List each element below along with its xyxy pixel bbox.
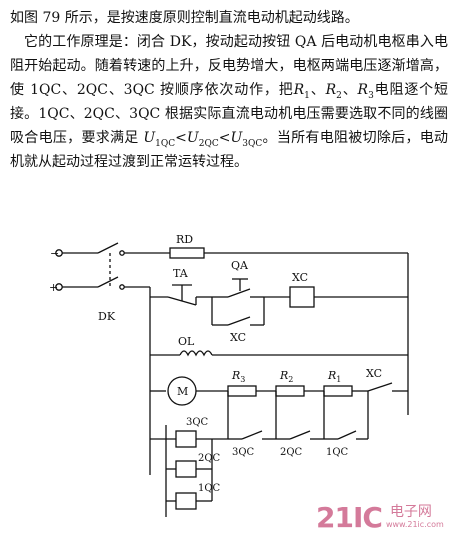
coil-2qc-label: 2QC — [198, 453, 221, 464]
coil-2qc — [175, 460, 197, 478]
watermark: 21IC 电子网 www.21ic.com — [316, 500, 444, 534]
watermark-url: www.21ic.com — [385, 520, 444, 529]
r2-label: R2 — [279, 369, 293, 384]
watermark-logo: 21IC — [316, 500, 383, 534]
minus-label: − — [50, 247, 59, 260]
rd-fuse — [169, 247, 205, 259]
contact-2qc-label: 2QC — [280, 447, 303, 458]
r3-sub: 3 — [368, 90, 374, 101]
xc-main-contact — [367, 382, 408, 392]
lt1: < — [175, 130, 187, 146]
r3-var: R — [357, 82, 369, 98]
coil-3qc-label: 3QC — [186, 417, 209, 428]
contact-3qc — [228, 430, 276, 440]
ta-stop-button — [167, 284, 197, 306]
r1-var: R — [293, 82, 305, 98]
u3-var: U — [230, 130, 243, 146]
coil-3qc — [175, 430, 197, 448]
xc-coil — [289, 286, 315, 308]
r1-resistor — [323, 385, 353, 397]
circuit-diagram: − + DK RD TA QA XC XC OL M R3 R2 R1 XC 3… — [49, 233, 409, 517]
principle-paragraph: 它的工作原理是：闭合 DK，按动起动按钮 QA 后电动机电枢串入电阻开始起动。随… — [10, 34, 449, 170]
principle-text: 它的工作原理是：闭合 DK，按动起动按钮 QA 后电动机电枢串入电阻开始起动。随… — [10, 34, 448, 98]
dk-switch — [97, 242, 125, 290]
coil-1qc-label: 1QC — [198, 483, 221, 494]
watermark-cn: 电子网 — [389, 504, 432, 520]
lt2: < — [218, 130, 231, 146]
ol-winding — [179, 350, 213, 357]
qa-start-button — [212, 278, 264, 298]
r3-label: R3 — [231, 369, 245, 384]
xc-aux-label: XC — [230, 331, 246, 344]
qa-label: QA — [231, 259, 249, 272]
u2-sub: 2QC — [198, 138, 219, 149]
xc-coil-label: XC — [292, 271, 308, 284]
u3-sub: 3QC — [242, 138, 263, 149]
contact-3qc-label: 3QC — [232, 447, 255, 458]
r2-sub: 2 — [336, 90, 342, 101]
ta-label: TA — [173, 267, 189, 280]
contact-1qc — [324, 430, 368, 440]
dk-label: DK — [98, 310, 116, 323]
short-text: 电阻逐个短接。1QC、2QC、3QC 根据实际直流电动机电压需要选取不同的线圈吸… — [10, 82, 449, 146]
coil-1qc — [175, 492, 197, 510]
xc-aux-contact — [211, 297, 265, 326]
ol-label: OL — [178, 335, 195, 348]
r2-var: R — [325, 82, 337, 98]
description-text: 如图 79 所示，是按速度原则控制直流电动机起动线路。 它的工作原理是：闭合 D… — [10, 6, 448, 174]
u1-sub: 1QC — [155, 138, 176, 149]
contact-1qc-label: 1QC — [326, 447, 349, 458]
r1-label: R1 — [327, 369, 341, 384]
contact-2qc — [276, 430, 324, 440]
rd-label: RD — [176, 233, 193, 246]
intro-line: 如图 79 所示，是按速度原则控制直流电动机起动线路。 — [10, 10, 359, 26]
r1-sub: 1 — [304, 90, 310, 101]
u1-var: U — [143, 130, 156, 146]
xc-main-label: XC — [366, 367, 382, 380]
u2-var: U — [186, 130, 199, 146]
r2-resistor — [275, 385, 305, 397]
ending-text: 。当所有电阻被切除后，电动机就从起动过程过渡到正常运转过程。 — [10, 130, 449, 170]
motor-label: M — [177, 385, 188, 398]
r3-resistor — [227, 385, 257, 397]
plus-label: + — [49, 281, 58, 294]
